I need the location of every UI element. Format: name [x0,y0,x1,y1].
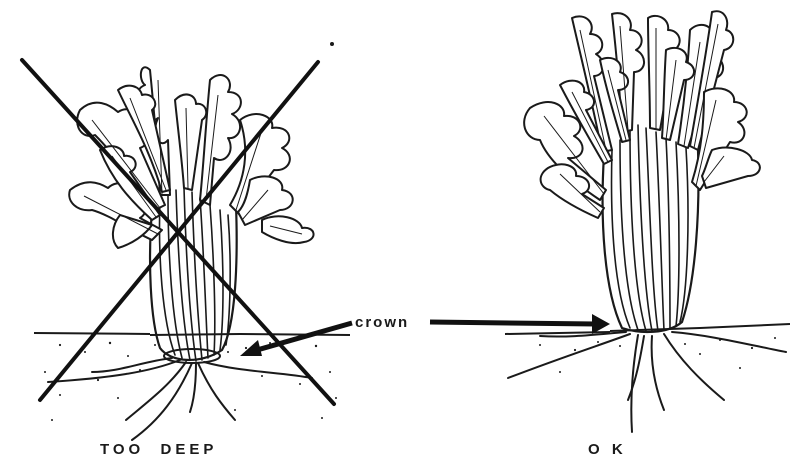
too-deep-roots [48,358,312,440]
print-speck [330,42,334,46]
crown-arrow-right [430,322,596,324]
crown-arrowhead-right [592,314,610,334]
too-deep-plant [22,60,350,440]
ok-plant [505,11,790,432]
ok-leaves [524,11,760,218]
ok-roots [508,332,786,432]
too-deep-caption: TOO DEEP [100,441,217,458]
ok-caption: O K [588,441,627,458]
crown-arrowhead-left [240,340,262,356]
crown-label: crown [355,314,409,331]
too-deep-leaves [69,67,313,248]
ok-stalk-bundle [603,125,699,332]
